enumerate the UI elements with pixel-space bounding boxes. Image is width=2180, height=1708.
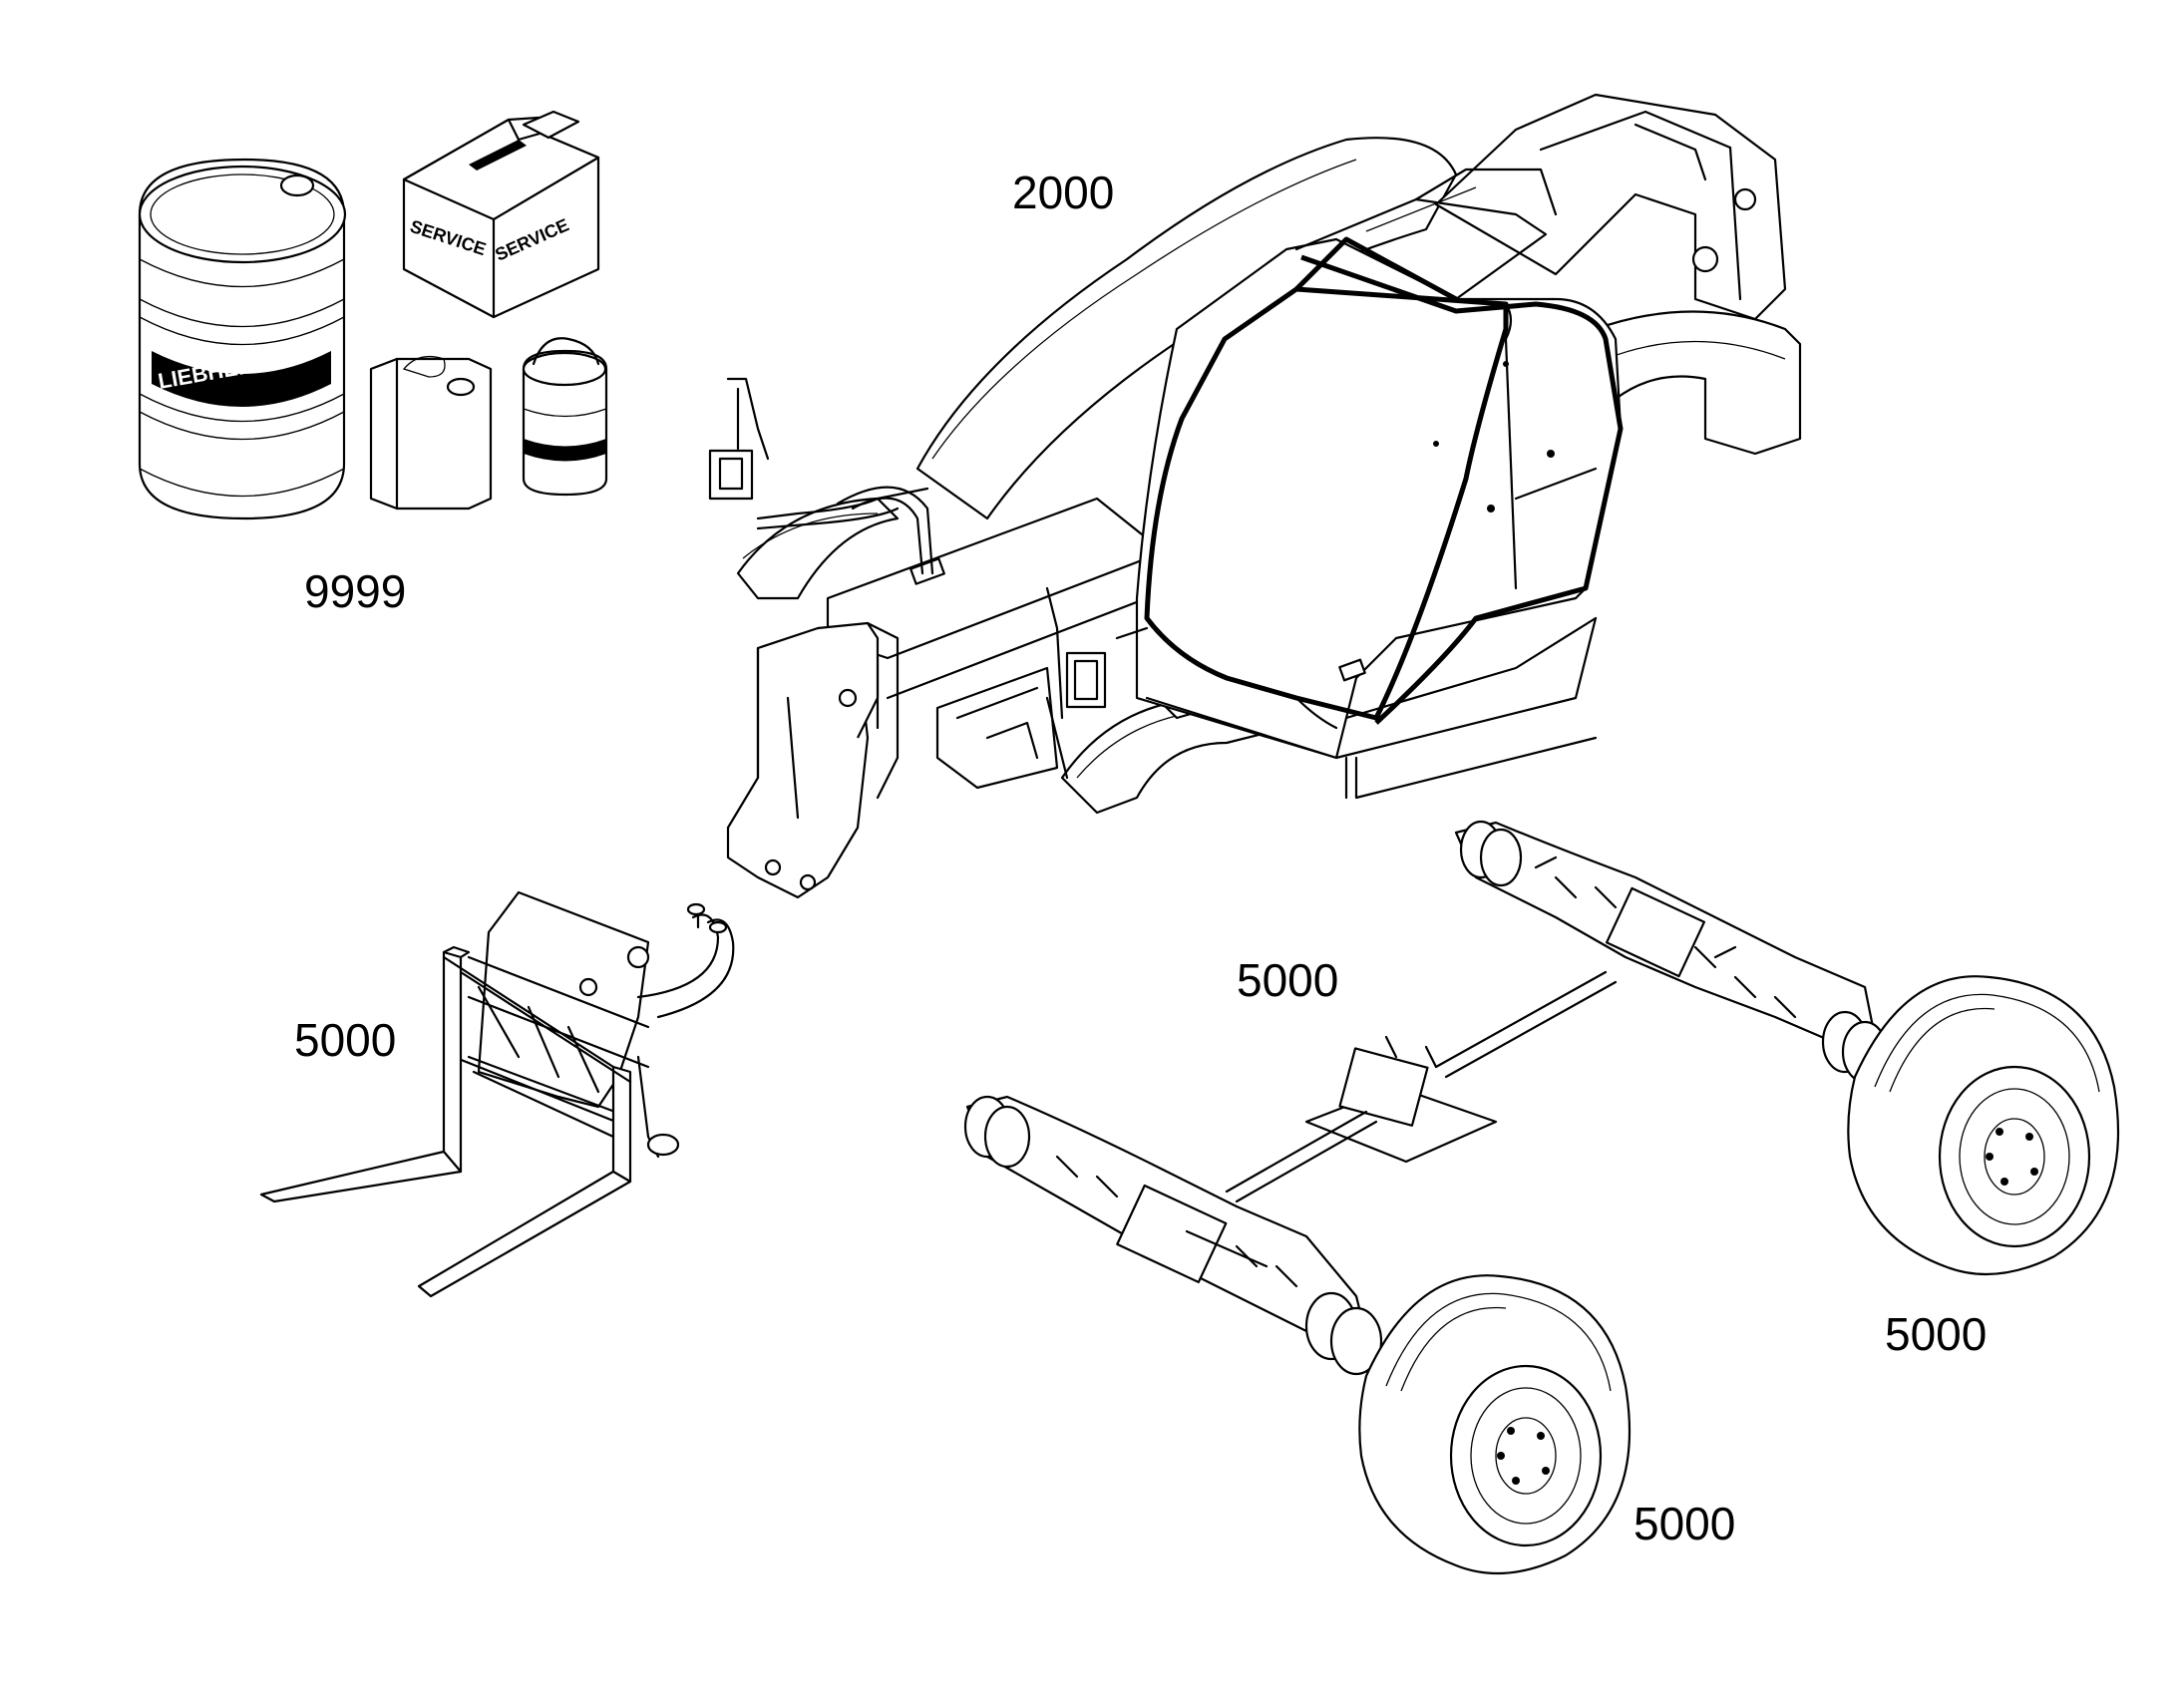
front-axle xyxy=(963,1095,1383,1376)
drive-shafts xyxy=(1225,970,1618,1203)
paint-can xyxy=(522,337,608,497)
oil-drum: LIEBHERR xyxy=(138,158,347,520)
fork-carriage xyxy=(259,890,735,1298)
rear-axle xyxy=(1454,820,1889,1084)
front-wheel xyxy=(1358,1274,1632,1575)
machine-frame xyxy=(708,93,1802,899)
label-front-wheel: 5000 xyxy=(1634,1498,1736,1549)
rear-wheel xyxy=(1847,975,2120,1276)
service-box: SERVICE SERVICE xyxy=(402,110,600,319)
canister xyxy=(369,355,493,511)
label-consumables: 9999 xyxy=(304,565,407,617)
transfer-box xyxy=(1304,1035,1498,1164)
label-forks: 5000 xyxy=(294,1014,397,1066)
label-rear-wheel: 5000 xyxy=(1885,1308,1988,1360)
label-drivetrain: 5000 xyxy=(1237,954,1339,1006)
label-machine: 2000 xyxy=(1012,167,1115,218)
